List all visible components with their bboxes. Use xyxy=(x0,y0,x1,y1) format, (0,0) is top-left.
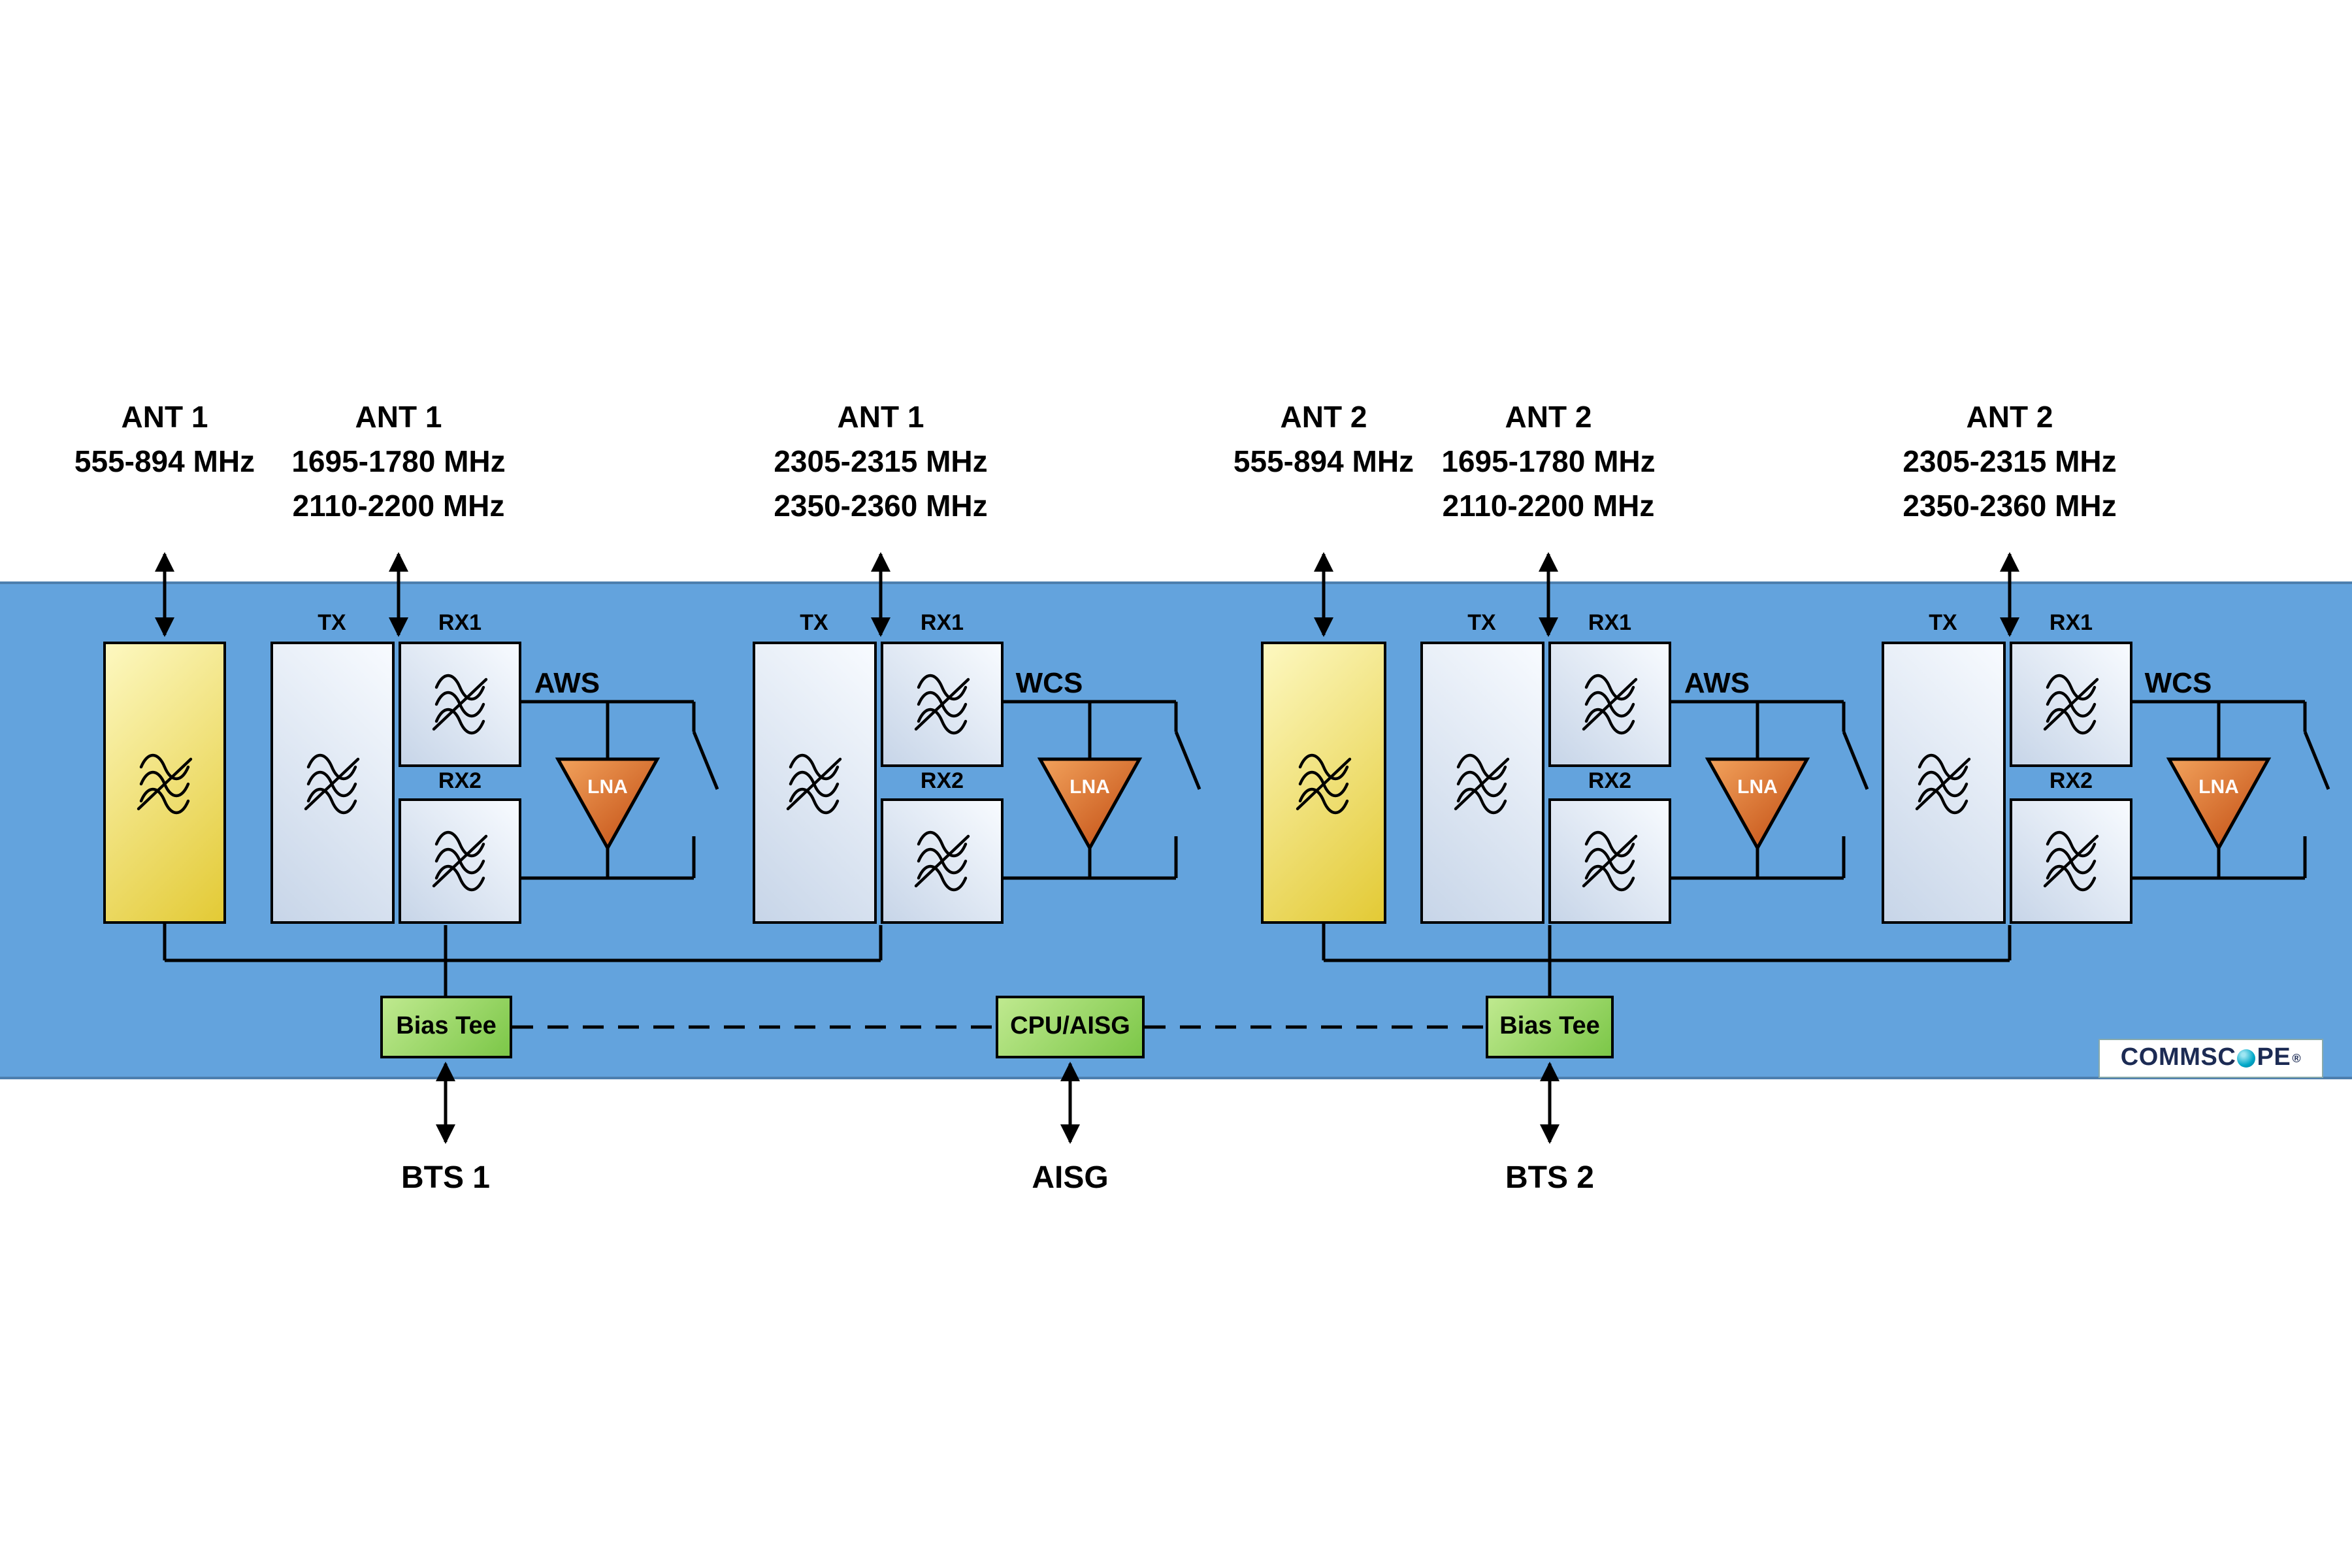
low-band-filter-2 xyxy=(1261,642,1386,924)
module1-rx1-filter xyxy=(399,642,521,767)
module4-rx1-filter xyxy=(2010,642,2132,767)
ant1-wcs-label: ANT 1 2305-2315 MHz 2350-2360 MHz xyxy=(774,400,988,523)
module3-rx1-filter xyxy=(1548,642,1671,767)
module1-rx2-label: RX2 xyxy=(438,768,482,793)
bias-tee-2-label: Bias Tee xyxy=(1499,1013,1600,1040)
commscope-globe-icon xyxy=(2237,1049,2256,1068)
ant2-aws-label: ANT 2 1695-1780 MHz 2110-2200 MHz xyxy=(1441,400,1656,523)
module1-tx-filter xyxy=(270,642,395,924)
module1-tx-label: TX xyxy=(318,610,346,635)
cpu-aisg-box: CPU/AISG xyxy=(996,996,1145,1058)
ant1-low-label: ANT 1 555-894 MHz xyxy=(74,400,255,478)
module3-lna-label: LNA xyxy=(1737,776,1778,798)
logo-registered-mark: ® xyxy=(2292,1052,2302,1065)
bts2-label: BTS 2 xyxy=(1505,1160,1594,1196)
module3-tx-filter xyxy=(1420,642,1544,924)
ant1-aws-label: ANT 1 1695-1780 MHz 2110-2200 MHz xyxy=(291,400,506,523)
module3-aws-label: AWS xyxy=(1684,666,1750,699)
module4-lna-label: LNA xyxy=(2198,776,2239,798)
module2-lna-label: LNA xyxy=(1070,776,1110,798)
bias-tee-1-box: Bias Tee xyxy=(380,996,512,1058)
logo-text-right: PE xyxy=(2257,1044,2291,1071)
commscope-logo: COMMSC PE ® xyxy=(2099,1039,2323,1078)
bias-tee-1-label: Bias Tee xyxy=(396,1013,497,1040)
logo-text-left: COMMSC xyxy=(2120,1044,2236,1071)
module2-rx1-filter xyxy=(881,642,1004,767)
module2-rx1-label: RX1 xyxy=(920,610,964,635)
module4-wcs-label: WCS xyxy=(2144,666,2212,699)
module2-wcs-label: WCS xyxy=(1015,666,1083,699)
module4-rx2-label: RX2 xyxy=(2049,768,2093,793)
aisg-label: AISG xyxy=(1032,1160,1109,1196)
module4-tx-label: TX xyxy=(1929,610,1957,635)
bts1-label: BTS 1 xyxy=(400,1160,490,1196)
module1-rx2-filter xyxy=(399,798,521,924)
module3-rx2-filter xyxy=(1548,798,1671,924)
module2-tx-filter xyxy=(753,642,877,924)
module4-rx2-filter xyxy=(2010,798,2132,924)
module1-lna-label: LNA xyxy=(587,776,628,798)
module1-aws-label: AWS xyxy=(534,666,600,699)
low-band-filter-1 xyxy=(103,642,226,924)
cpu-aisg-label: CPU/AISG xyxy=(1010,1013,1130,1040)
module3-rx1-label: RX1 xyxy=(1588,610,1632,635)
module3-rx2-label: RX2 xyxy=(1588,768,1632,793)
module2-tx-label: TX xyxy=(800,610,828,635)
bias-tee-2-box: Bias Tee xyxy=(1486,996,1614,1058)
module4-rx1-label: RX1 xyxy=(2049,610,2093,635)
module4-tx-filter xyxy=(1882,642,2006,924)
module2-rx2-filter xyxy=(881,798,1004,924)
module3-tx-label: TX xyxy=(1467,610,1496,635)
ant2-wcs-label: ANT 2 2305-2315 MHz 2350-2360 MHz xyxy=(1903,400,2117,523)
module1-rx1-label: RX1 xyxy=(438,610,482,635)
module2-rx2-label: RX2 xyxy=(920,768,964,793)
ant2-low-label: ANT 2 555-894 MHz xyxy=(1233,400,1414,478)
